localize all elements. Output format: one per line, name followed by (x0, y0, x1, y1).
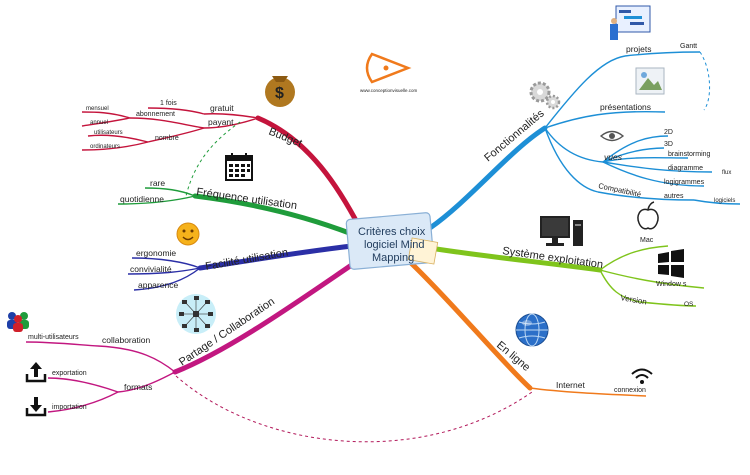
systeme-os: OS (684, 301, 694, 308)
project-board-icon (610, 5, 651, 40)
partage-multi: multi-utilisateurs (28, 334, 79, 341)
systeme-windows: Window s (656, 281, 687, 288)
fonc-projets: projets (626, 44, 652, 54)
frequence-rare: rare (150, 178, 165, 188)
budget-abonnement: abonnement (136, 111, 175, 118)
computer-icon (540, 216, 583, 246)
frequence-subbranches (117, 187, 196, 205)
systeme-mac: Mac (640, 237, 654, 244)
budget-payant: payant (208, 117, 234, 127)
budget-ordinateurs: ordinateurs (90, 144, 120, 150)
enligne-subbranches (529, 387, 647, 397)
fonc-flux: flux (722, 170, 731, 176)
branch-frequence (192, 193, 355, 237)
import-icon (25, 397, 47, 417)
branch-enligne (407, 259, 533, 391)
globe-icon (515, 313, 549, 347)
frequence-quotidienne: quotidienne (120, 194, 164, 204)
windows-logo-icon (658, 249, 684, 278)
facilite-apparence: apparence (138, 280, 178, 290)
gears-icon (529, 81, 561, 110)
fonc-vues: vues (604, 152, 623, 162)
partage-formats: formats (124, 382, 152, 392)
center-line-3: Mapping (372, 252, 414, 264)
branch-budget (255, 115, 363, 231)
users-icon (7, 312, 29, 332)
frequence-label: Fréquence utilisation (196, 186, 298, 212)
fonc-brainstorming: brainstorming (668, 151, 711, 158)
fonc-logiciels: logiciels (714, 198, 735, 204)
partage-importation: importation (52, 404, 87, 411)
systeme-label: Système exploitation (502, 245, 604, 271)
brand-logo: www.conceptionvisuelle.com (360, 52, 418, 93)
facilite-label: Facilité utilisation (204, 247, 289, 273)
partage-collaboration: collaboration (102, 335, 150, 345)
fonc-2d: 2D (664, 129, 673, 136)
fonc-compatibilite: Compatibilité (598, 181, 642, 199)
systeme-subbranches (599, 245, 705, 307)
svg-text:$: $ (275, 85, 284, 102)
facilite-subbranches (127, 257, 201, 291)
logo-url: www.conceptionvisuelle.com (360, 88, 418, 93)
apple-logo-icon (637, 201, 659, 230)
calendar-icon (225, 153, 253, 181)
dotted-connector-pink (175, 375, 533, 443)
dotted-connector-blue (699, 51, 711, 111)
branch-systeme (427, 245, 603, 273)
fonc-presentations: présentations (600, 102, 651, 112)
export-icon (25, 362, 47, 383)
center-node: Critères choix logiciel Mind Mapping (345, 212, 439, 270)
facilite-convivialite: convivialité (130, 264, 172, 274)
systeme-version: Version (620, 293, 648, 306)
smiley-icon (176, 222, 200, 246)
money-bag-icon: $ (265, 76, 295, 107)
partage-exportation: exportation (52, 370, 87, 377)
branch-fonctionnalites (427, 125, 548, 231)
branch-facilite (197, 243, 355, 271)
fonc-diagramme: diagramme (668, 165, 703, 172)
fonctionnalites-subbranches (544, 51, 741, 205)
enligne-internet: Internet (556, 380, 585, 390)
budget-subbranches (81, 107, 259, 151)
fonc-autres: autres (664, 193, 684, 200)
fonc-3d: 3D (664, 141, 673, 148)
budget-label: Budget (267, 126, 304, 150)
network-icon (176, 294, 216, 334)
dotted-connector-green (185, 121, 241, 197)
budget-1fois: 1 fois (160, 100, 177, 107)
fonc-logigrammes: logigrammes (664, 179, 705, 186)
enligne-connexion: connexion (614, 387, 646, 394)
budget-annuel: annuel (90, 120, 108, 126)
presentation-icon (635, 67, 665, 95)
budget-utilisateurs: utilisateurs (94, 130, 123, 136)
budget-gratuit: gratuit (210, 103, 234, 113)
budget-nombre: nombre (155, 135, 179, 142)
facilite-ergonomie: ergonomie (136, 248, 176, 258)
eye-icon (599, 130, 625, 142)
wifi-icon (631, 368, 653, 384)
fonc-gantt: Gantt (680, 43, 697, 50)
center-line-2: logiciel Mind (364, 239, 425, 251)
branch-partage (172, 259, 359, 375)
budget-mensuel: mensuel (86, 106, 109, 112)
partage-subbranches (25, 341, 176, 413)
center-line-1: Critères choix (358, 226, 426, 238)
